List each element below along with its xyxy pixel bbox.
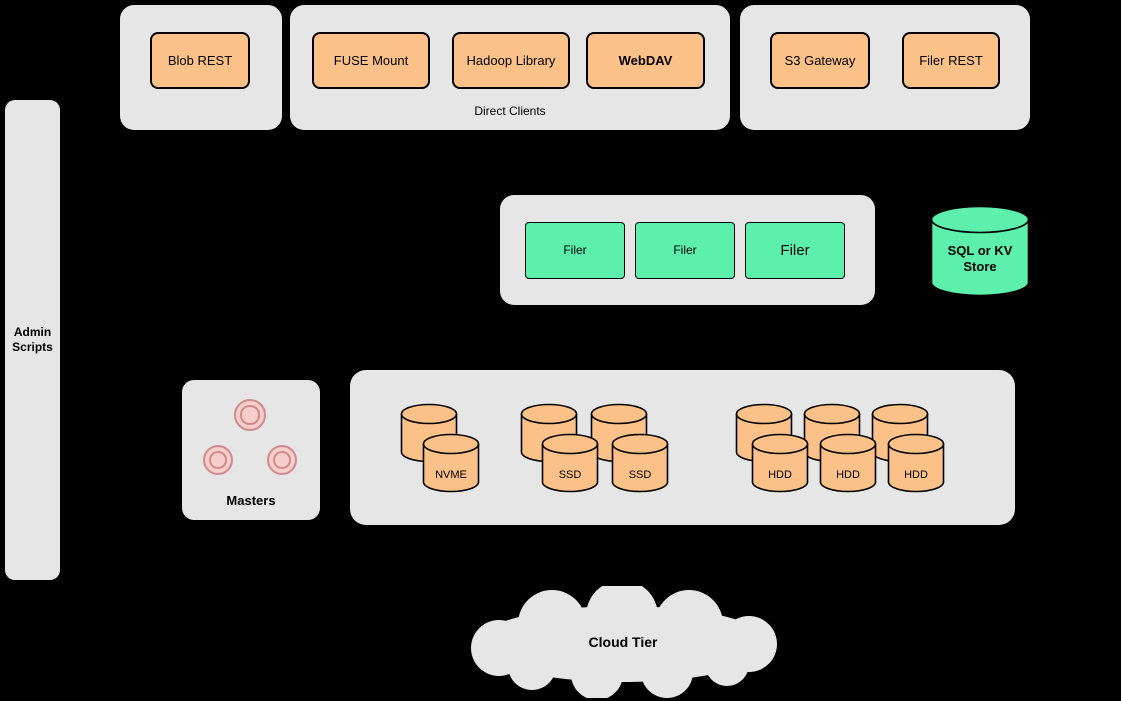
node-filer-1: Filer	[525, 222, 625, 279]
ssd-disk-label: SSD	[558, 469, 582, 481]
sql-kv-store-cylinder: SQL or KV Store	[930, 205, 1030, 297]
hdd-disk-label: HDD	[904, 469, 928, 481]
ssd-disk-label: SSD	[628, 469, 652, 481]
node-filer-3: Filer	[745, 222, 845, 279]
ssd-disk-cylinder-2: SSD	[611, 433, 669, 493]
node-s3-gateway: S3 Gateway	[770, 32, 870, 89]
node-filer-rest: Filer REST	[902, 32, 1000, 89]
admin-scripts-panel: Admin Scripts	[5, 100, 60, 580]
cloud-tier-label: Cloud Tier	[588, 634, 658, 650]
nvme-disk-cylinder: NVME	[422, 433, 480, 493]
admin-scripts-label: Admin Scripts	[12, 325, 53, 354]
node-filer-2: Filer	[635, 222, 735, 279]
cloud-tier-icon: Cloud Tier	[437, 586, 809, 698]
master-node-icon	[234, 399, 266, 431]
cloud-shape	[471, 586, 777, 698]
ssd-disk-cylinder-1: SSD	[541, 433, 599, 493]
node-fuse-mount: FUSE Mount	[312, 32, 430, 89]
sql-kv-store-label: SQL or KV Store	[947, 242, 1013, 274]
master-node-icon	[203, 445, 233, 475]
hdd-disk-cylinder-1: HDD	[751, 433, 809, 493]
master-node-icon	[267, 445, 297, 475]
master-node-inner-icon	[209, 451, 227, 469]
hdd-disk-label: HDD	[836, 469, 860, 481]
node-blob-rest: Blob REST	[150, 32, 250, 89]
master-node-inner-icon	[240, 405, 260, 425]
hdd-disk-cylinder-2: HDD	[819, 433, 877, 493]
masters-label: Masters	[226, 493, 276, 508]
node-webdav: WebDAV	[586, 32, 705, 89]
node-hadoop-library: Hadoop Library	[452, 32, 570, 89]
hdd-disk-cylinder-3: HDD	[887, 433, 945, 493]
nvme-disk-label: NVME	[435, 469, 467, 481]
hdd-disk-label: HDD	[768, 469, 792, 481]
master-node-inner-icon	[273, 451, 291, 469]
direct-clients-caption: Direct Clients	[474, 104, 546, 118]
